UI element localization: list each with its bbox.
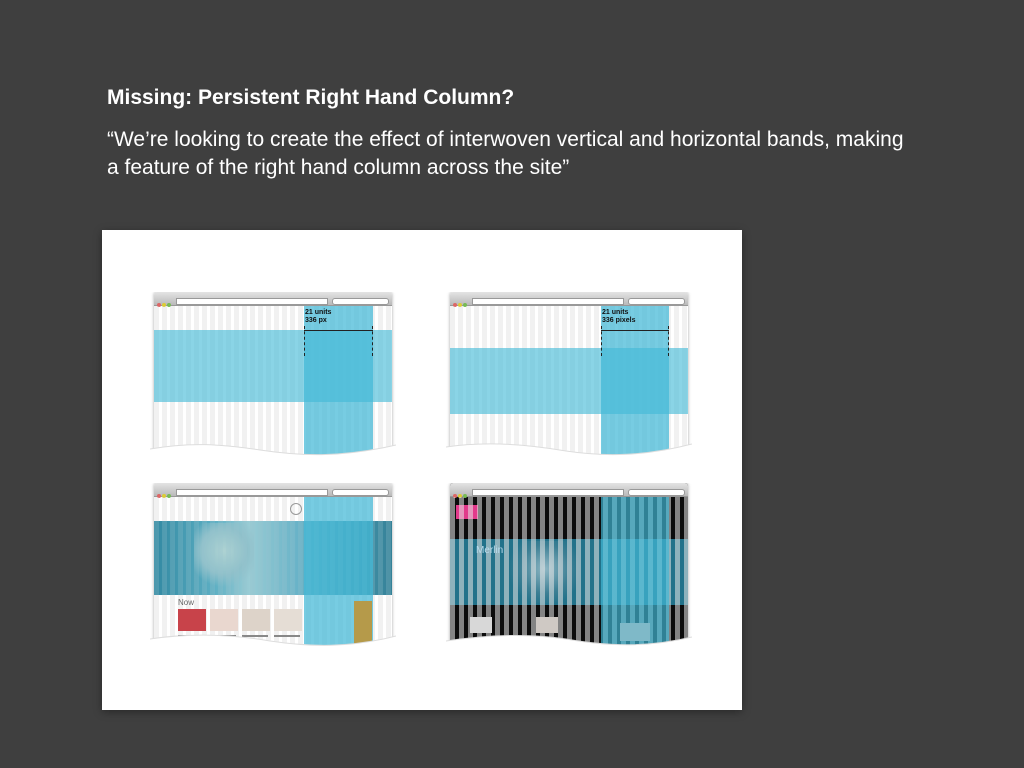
- mockup-grid-dark-band: 21 units 336 pixels: [446, 292, 692, 467]
- dimension-label: 21 units 336 pixels: [602, 309, 635, 325]
- thumbnail: [210, 609, 238, 631]
- hero-title: Merlin: [476, 545, 504, 556]
- dimension-tick-left: [304, 326, 305, 356]
- window-controls: [453, 485, 473, 498]
- page-content: 21 units 336 px: [154, 306, 392, 460]
- browser-toolbar: [154, 292, 392, 307]
- dimension-tick-right: [372, 326, 373, 356]
- clock-icon: [290, 503, 302, 515]
- section-label: Now: [178, 598, 195, 607]
- torn-edge: [446, 443, 692, 467]
- dimension-size: 336 pixels: [602, 317, 636, 324]
- thumbnail: [274, 609, 302, 631]
- dimension-line: [601, 330, 669, 331]
- url-bar: [472, 489, 624, 496]
- sidebar-strip: [354, 601, 372, 651]
- thumbnail-caption: [274, 635, 300, 637]
- url-bar: [176, 489, 328, 496]
- thumbnail: [620, 623, 650, 641]
- thumbnail: [536, 617, 558, 633]
- horizontal-band: [154, 521, 392, 595]
- slide-quote: “We’re looking to create the effect of i…: [107, 128, 904, 179]
- search-bar: [332, 298, 389, 305]
- image-panel: 21 units 336 px: [102, 230, 742, 710]
- dimension-tick-left: [601, 326, 602, 356]
- browser-toolbar: [450, 292, 688, 307]
- dimension-size: 336 px: [305, 317, 327, 324]
- torn-edge: [446, 634, 692, 658]
- dimension-units: 21 units: [602, 309, 629, 316]
- mockup-grid-light: 21 units 336 px: [150, 292, 396, 467]
- browser-toolbar: [154, 483, 392, 498]
- dimension-tick-right: [668, 326, 669, 356]
- dimension-units: 21 units: [305, 309, 332, 316]
- mockup-homepage-dark: Merlin: [446, 483, 692, 658]
- slide-title: Missing: Persistent Right Hand Column?: [107, 86, 515, 109]
- thumbnail: [470, 617, 492, 633]
- window-controls: [157, 485, 177, 498]
- search-bar: [628, 489, 685, 496]
- search-bar: [332, 489, 389, 496]
- thumbnail: [178, 609, 206, 631]
- dimension-line: [304, 330, 373, 331]
- hero-figure: [194, 523, 254, 593]
- torn-edge: [150, 634, 396, 658]
- vertical-band: [601, 306, 669, 460]
- search-bar: [628, 298, 685, 305]
- page-content: Merlin: [450, 497, 688, 651]
- thumbnail-caption: [242, 635, 268, 637]
- vertical-band: [304, 306, 373, 460]
- url-bar: [472, 298, 624, 305]
- thumbnail: [242, 609, 270, 631]
- browser-window: Merlin: [450, 483, 688, 651]
- window-controls: [157, 294, 177, 307]
- page-content: 21 units 336 pixels: [450, 306, 688, 460]
- window-controls: [453, 294, 473, 307]
- browser-window: 21 units 336 pixels: [450, 292, 688, 460]
- mockup-homepage-light: Now: [150, 483, 396, 658]
- browser-toolbar: [450, 483, 688, 498]
- page-content: Now: [154, 497, 392, 651]
- url-bar: [176, 298, 328, 305]
- browser-window: Now: [154, 483, 392, 651]
- torn-edge: [150, 444, 396, 467]
- browser-window: 21 units 336 px: [154, 292, 392, 460]
- dimension-label: 21 units 336 px: [305, 309, 331, 325]
